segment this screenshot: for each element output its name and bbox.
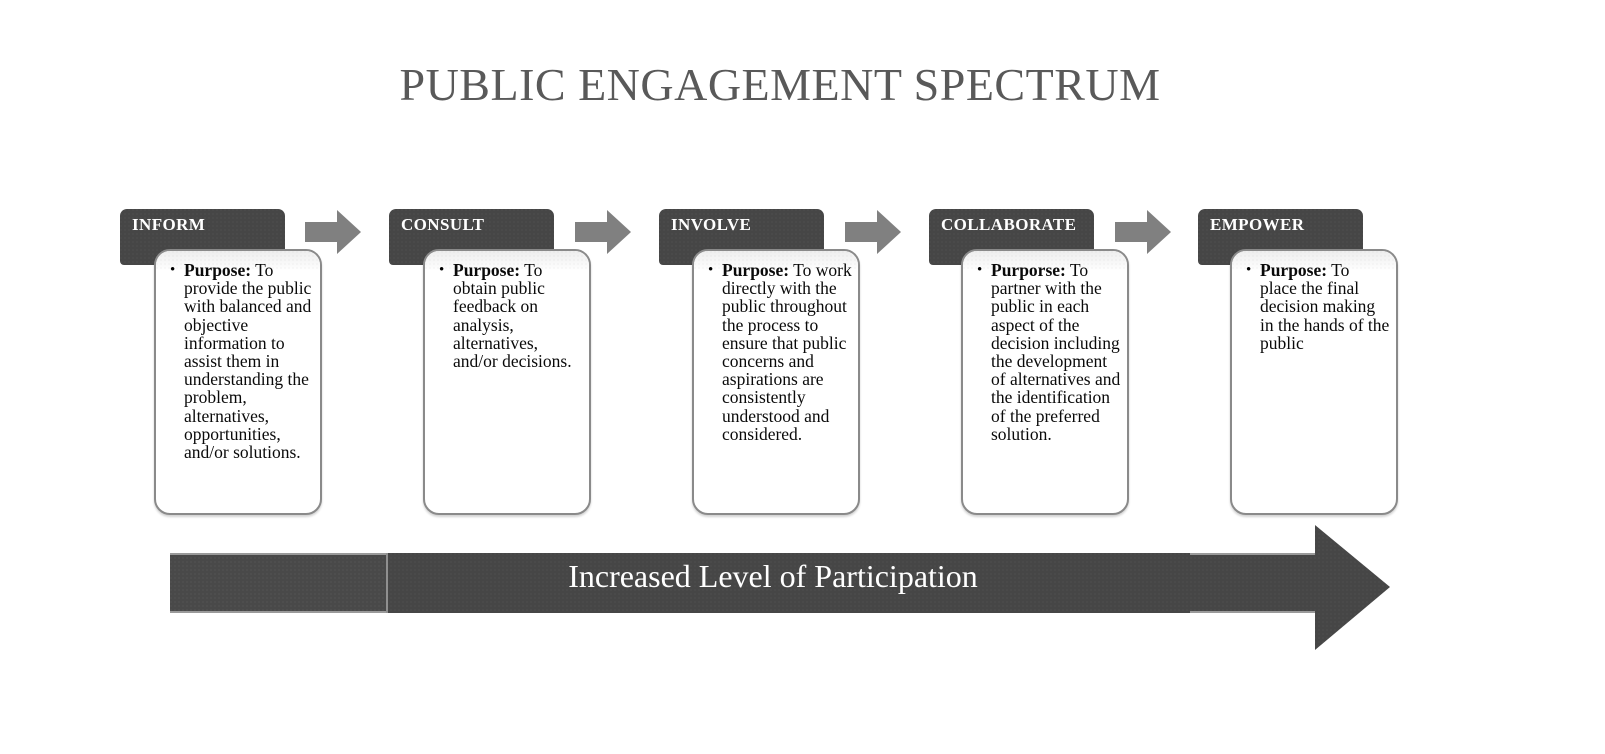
arrow-inform-to-consult-icon: [305, 210, 361, 254]
stage-header-label: INVOLVE: [671, 215, 752, 234]
stage-purpose-text: Purporse: To partner with the public in …: [977, 261, 1121, 443]
stage-purpose-text: Purpose: To place the final decision mak…: [1246, 261, 1390, 352]
stage-header-involve[interactable]: INVOLVE: [659, 209, 824, 265]
arrow-consult-to-involve-icon: [575, 210, 631, 254]
stage-body-empower[interactable]: Purpose: To place the final decision mak…: [1230, 249, 1398, 515]
purpose-body: To partner with the public in each aspec…: [991, 260, 1121, 444]
purpose-label: Purpose:: [453, 260, 521, 280]
purpose-body: To provide the public with balanced and …: [184, 260, 312, 463]
stage-header-label: EMPOWER: [1210, 215, 1305, 234]
stage-purpose-text: Purpose: To obtain public feedback on an…: [439, 261, 583, 370]
stage-body-consult[interactable]: Purpose: To obtain public feedback on an…: [423, 249, 591, 515]
page-title: PUBLIC ENGAGEMENT SPECTRUM: [399, 59, 1161, 110]
stage-header-label: CONSULT: [401, 215, 485, 234]
stage-header-label: INFORM: [132, 215, 206, 234]
stage-body-inform[interactable]: Purpose: To provide the public with bala…: [154, 249, 322, 515]
purpose-body: To obtain public feedback on analysis, a…: [453, 260, 572, 372]
stage-body-collaborate[interactable]: Purporse: To partner with the public in …: [961, 249, 1129, 515]
stage-purpose-text: Purpose: To work directly with the publi…: [708, 261, 852, 443]
increased-participation-arrow: [170, 525, 1390, 655]
purpose-label: Purpose:: [184, 260, 252, 280]
stage-purpose-text: Purpose: To provide the public with bala…: [170, 261, 314, 461]
purpose-body: To work directly with the public through…: [722, 260, 852, 444]
purpose-label: Purpose:: [1260, 260, 1328, 280]
stage-header-label: COLLABORATE: [941, 215, 1077, 234]
purpose-label: Purpose:: [722, 260, 790, 280]
purpose-body: To place the final decision making in th…: [1260, 260, 1390, 353]
arrow-involve-to-collaborate-icon: [845, 210, 901, 254]
purpose-label: Purporse:: [991, 260, 1066, 280]
stage-header-inform[interactable]: INFORM: [120, 209, 285, 265]
stage-body-involve[interactable]: Purpose: To work directly with the publi…: [692, 249, 860, 515]
arrow-collaborate-to-empower-icon: [1115, 210, 1171, 254]
